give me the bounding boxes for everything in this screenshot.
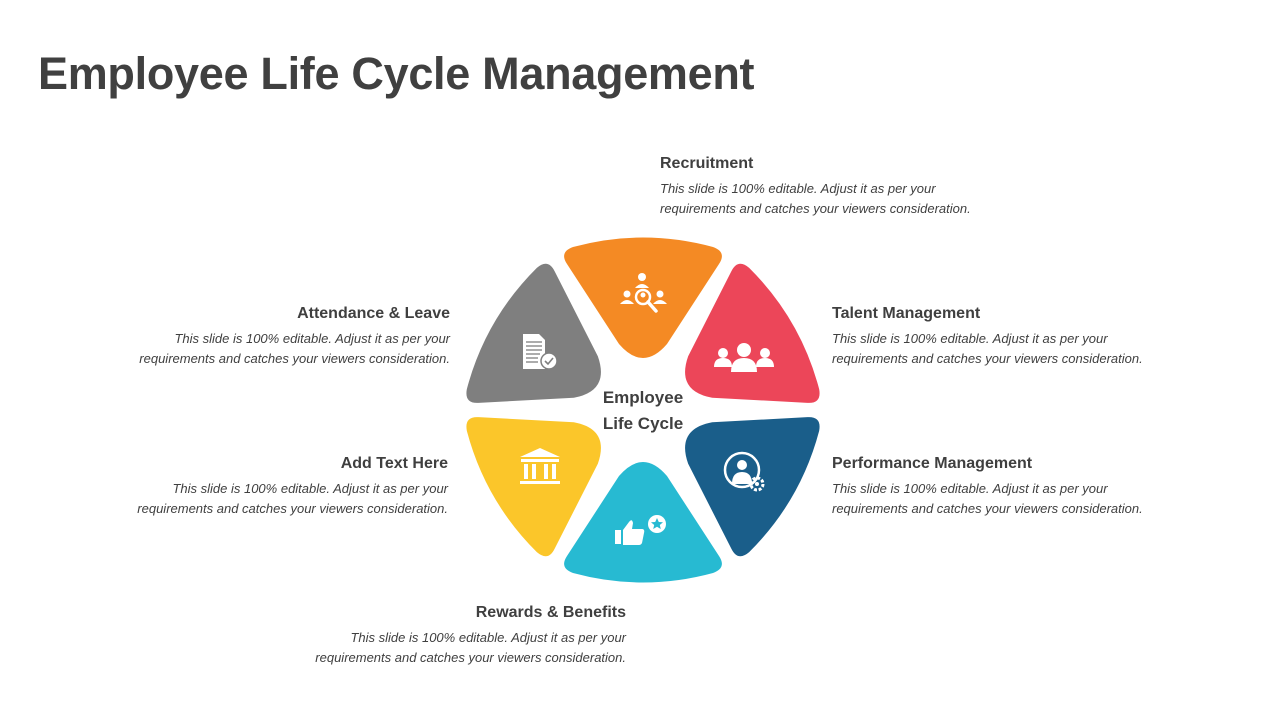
stage-description: requirements and catches your viewers co…: [139, 350, 450, 366]
stage-performance-management: Performance Management This slide is 100…: [832, 454, 1212, 518]
stage-description: This slide is 100% editable. Adjust it a…: [172, 481, 448, 496]
recruitment-search-icon: [620, 273, 667, 313]
stage-label: Rewards & Benefits: [475, 604, 626, 621]
center-label-line: Employee: [602, 388, 684, 407]
stage-label: Performance Management: [832, 455, 1033, 472]
center-label: Employee Life Cycle: [583, 385, 703, 437]
stage-add-text-here: Add Text Here This slide is 100% editabl…: [68, 454, 448, 518]
petal-rewards-benefits: [564, 462, 722, 583]
stage-description: This slide is 100% editable. Adjust it a…: [174, 331, 450, 346]
stage-description: requirements and catches your viewers co…: [315, 649, 626, 665]
stage-description: This slide is 100% editable. Adjust it a…: [660, 181, 936, 196]
center-label-line: Life Cycle: [602, 414, 684, 433]
stage-description: This slide is 100% editable. Adjust it a…: [832, 331, 1108, 346]
stage-label: Add Text Here: [340, 455, 448, 472]
stage-description: requirements and catches your viewers co…: [137, 500, 448, 516]
stage-label: Attendance & Leave: [297, 305, 450, 322]
stage-label: Recruitment: [660, 155, 754, 172]
thumbs-up-star-icon: [615, 515, 666, 545]
stage-description: requirements and catches your viewers co…: [660, 200, 971, 216]
person-gear-icon: [723, 451, 765, 492]
petal-attendance-leave: [466, 263, 601, 403]
petal-add-text-here: [466, 417, 601, 557]
stage-description: This slide is 100% editable. Adjust it a…: [832, 481, 1108, 496]
team-people-icon: [714, 343, 774, 372]
stage-description: requirements and catches your viewers co…: [832, 500, 1143, 516]
stage-label: Talent Management: [832, 305, 981, 322]
page-title: Employee Life Cycle Management: [38, 48, 755, 99]
stage-talent-management: Talent Management This slide is 100% edi…: [832, 304, 1212, 368]
stage-description: This slide is 100% editable. Adjust it a…: [350, 630, 626, 645]
stage-attendance-leave: Attendance & Leave This slide is 100% ed…: [70, 304, 450, 368]
petal-talent-management: [685, 263, 820, 403]
bank-building-icon: [520, 448, 560, 484]
stage-recruitment: Recruitment This slide is 100% editable.…: [660, 154, 1040, 218]
document-check-icon: [523, 334, 558, 370]
stage-rewards-benefits: Rewards & Benefits This slide is 100% ed…: [246, 603, 626, 667]
petal-recruitment: [564, 237, 722, 358]
stage-description: requirements and catches your viewers co…: [832, 350, 1143, 366]
